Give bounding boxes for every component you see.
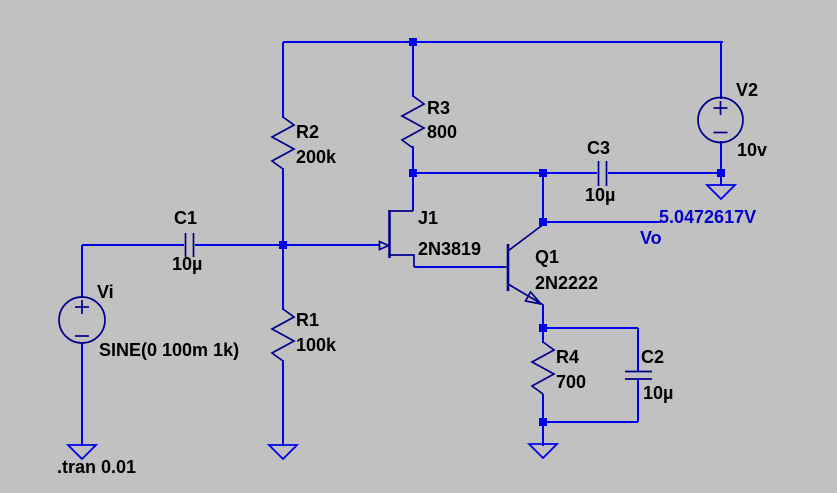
label-r3-name[interactable]: R3	[427, 98, 451, 118]
junction-v2-c3	[717, 169, 725, 177]
junction-top-rail	[409, 38, 417, 46]
label-j1-value[interactable]: 2N3819	[418, 239, 482, 259]
ground-icon-vi[interactable]	[65, 444, 99, 461]
jfet-j1-symbol[interactable]	[378, 210, 415, 267]
label-r1-value[interactable]: 100k	[296, 335, 337, 355]
label-r4-value[interactable]: 700	[556, 372, 587, 392]
jfet-source-lead[interactable]	[390, 254, 415, 267]
spice-directive[interactable]: .tran 0.01	[57, 457, 137, 477]
ground-icon-r4[interactable]	[526, 443, 560, 460]
source-circle[interactable]	[697, 96, 744, 144]
resistor-zigzag[interactable]	[270, 308, 296, 362]
bias-voltage-readout: 5.0472617V	[659, 207, 757, 227]
capacitor-c3-symbol[interactable]	[597, 161, 608, 186]
resistor-zigzag[interactable]	[400, 95, 426, 149]
junction-r4-c2-gnd	[539, 418, 547, 426]
label-c1-value[interactable]: 10µ	[172, 254, 203, 274]
net-label-vo[interactable]: Vo	[640, 228, 662, 248]
bjt-collector-lead[interactable]	[507, 224, 544, 252]
junction-gate-node	[279, 241, 287, 249]
label-r3-value[interactable]: 800	[427, 122, 458, 142]
resistor-r3-symbol[interactable]	[400, 95, 426, 149]
label-q1-value[interactable]: 2N2222	[535, 273, 599, 293]
capacitor-c2-symbol[interactable]	[625, 370, 652, 380]
junction-dots	[279, 38, 725, 426]
ground-icon-r1[interactable]	[266, 444, 300, 461]
label-c3-value[interactable]: 10µ	[585, 185, 616, 205]
label-vi-name[interactable]: Vi	[97, 282, 114, 302]
label-c2-name[interactable]: C2	[641, 347, 665, 367]
ground-icon-v2[interactable]	[704, 184, 738, 201]
resistor-r4-symbol[interactable]	[530, 341, 556, 395]
resistor-r1-symbol[interactable]	[270, 308, 296, 362]
junction-emitter-node	[539, 324, 547, 332]
resistor-zigzag[interactable]	[270, 116, 296, 170]
source-circle[interactable]	[58, 296, 106, 344]
capacitor-c1-symbol[interactable]	[184, 233, 195, 257]
label-q1-name[interactable]: Q1	[535, 247, 560, 267]
voltage-source-vi-symbol[interactable]	[58, 296, 106, 344]
label-j1-name[interactable]: J1	[418, 208, 439, 228]
voltage-source-v2-symbol[interactable]	[697, 96, 744, 144]
label-r1-name[interactable]: R1	[296, 310, 320, 330]
wires[interactable]	[81, 41, 723, 446]
ground-symbols[interactable]	[65, 184, 738, 461]
label-c2-value[interactable]: 10µ	[643, 383, 674, 403]
label-c3-name[interactable]: C3	[587, 138, 611, 158]
junction-c3-collector	[539, 169, 547, 177]
label-r4-name[interactable]: R4	[556, 347, 580, 367]
label-c1-name[interactable]: C1	[174, 208, 198, 228]
label-vi-value[interactable]: SINE(0 100m 1k)	[99, 340, 240, 360]
jfet-gate-arrow-icon	[378, 240, 391, 251]
resistor-r2-symbol[interactable]	[270, 116, 296, 170]
label-r2-name[interactable]: R2	[296, 122, 320, 142]
bjt-q1-symbol[interactable]	[501, 224, 544, 306]
bjt-emitter-lead[interactable]	[507, 283, 543, 306]
junction-vo	[539, 218, 547, 226]
label-v2-name[interactable]: V2	[736, 80, 759, 100]
junction-r3-c3	[409, 169, 417, 177]
bjt-emitter-arrow-icon	[524, 290, 544, 306]
label-v2-value[interactable]: 10v	[737, 140, 768, 160]
label-r2-value[interactable]: 200k	[296, 147, 337, 167]
resistor-zigzag[interactable]	[530, 341, 556, 395]
